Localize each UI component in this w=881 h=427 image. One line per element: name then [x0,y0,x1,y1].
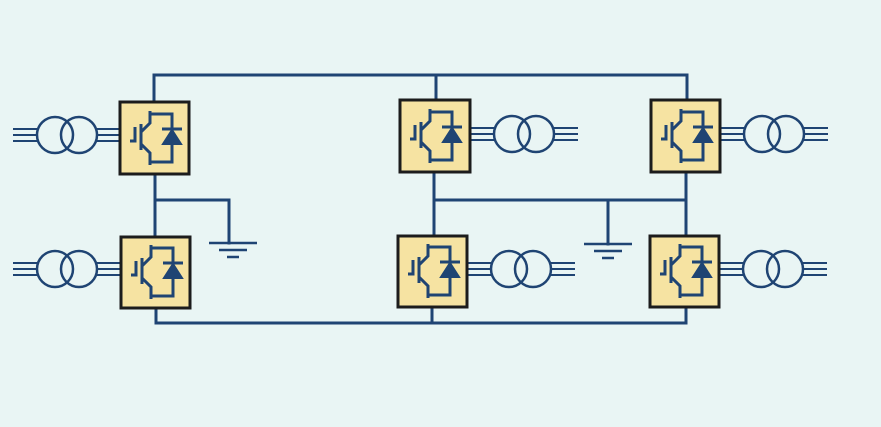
switch-module [118,100,191,176]
switch-module [648,234,721,309]
switch-module [119,235,192,310]
transformer-icon [465,249,577,289]
transformer-icon [468,114,580,154]
left-leg-connection [153,170,231,245]
switch-module [398,98,472,174]
right-legs-connection [432,170,688,246]
switch-module [396,234,469,309]
ground-icon [582,242,634,260]
bottom-dc-bus [154,305,688,325]
ground-icon [207,241,259,259]
transformer-icon [717,249,829,289]
transformer-icon [718,114,830,154]
transformer-icon [11,249,123,289]
transformer-icon [11,115,123,155]
switch-module [649,98,722,174]
top-dc-bus [152,73,689,104]
